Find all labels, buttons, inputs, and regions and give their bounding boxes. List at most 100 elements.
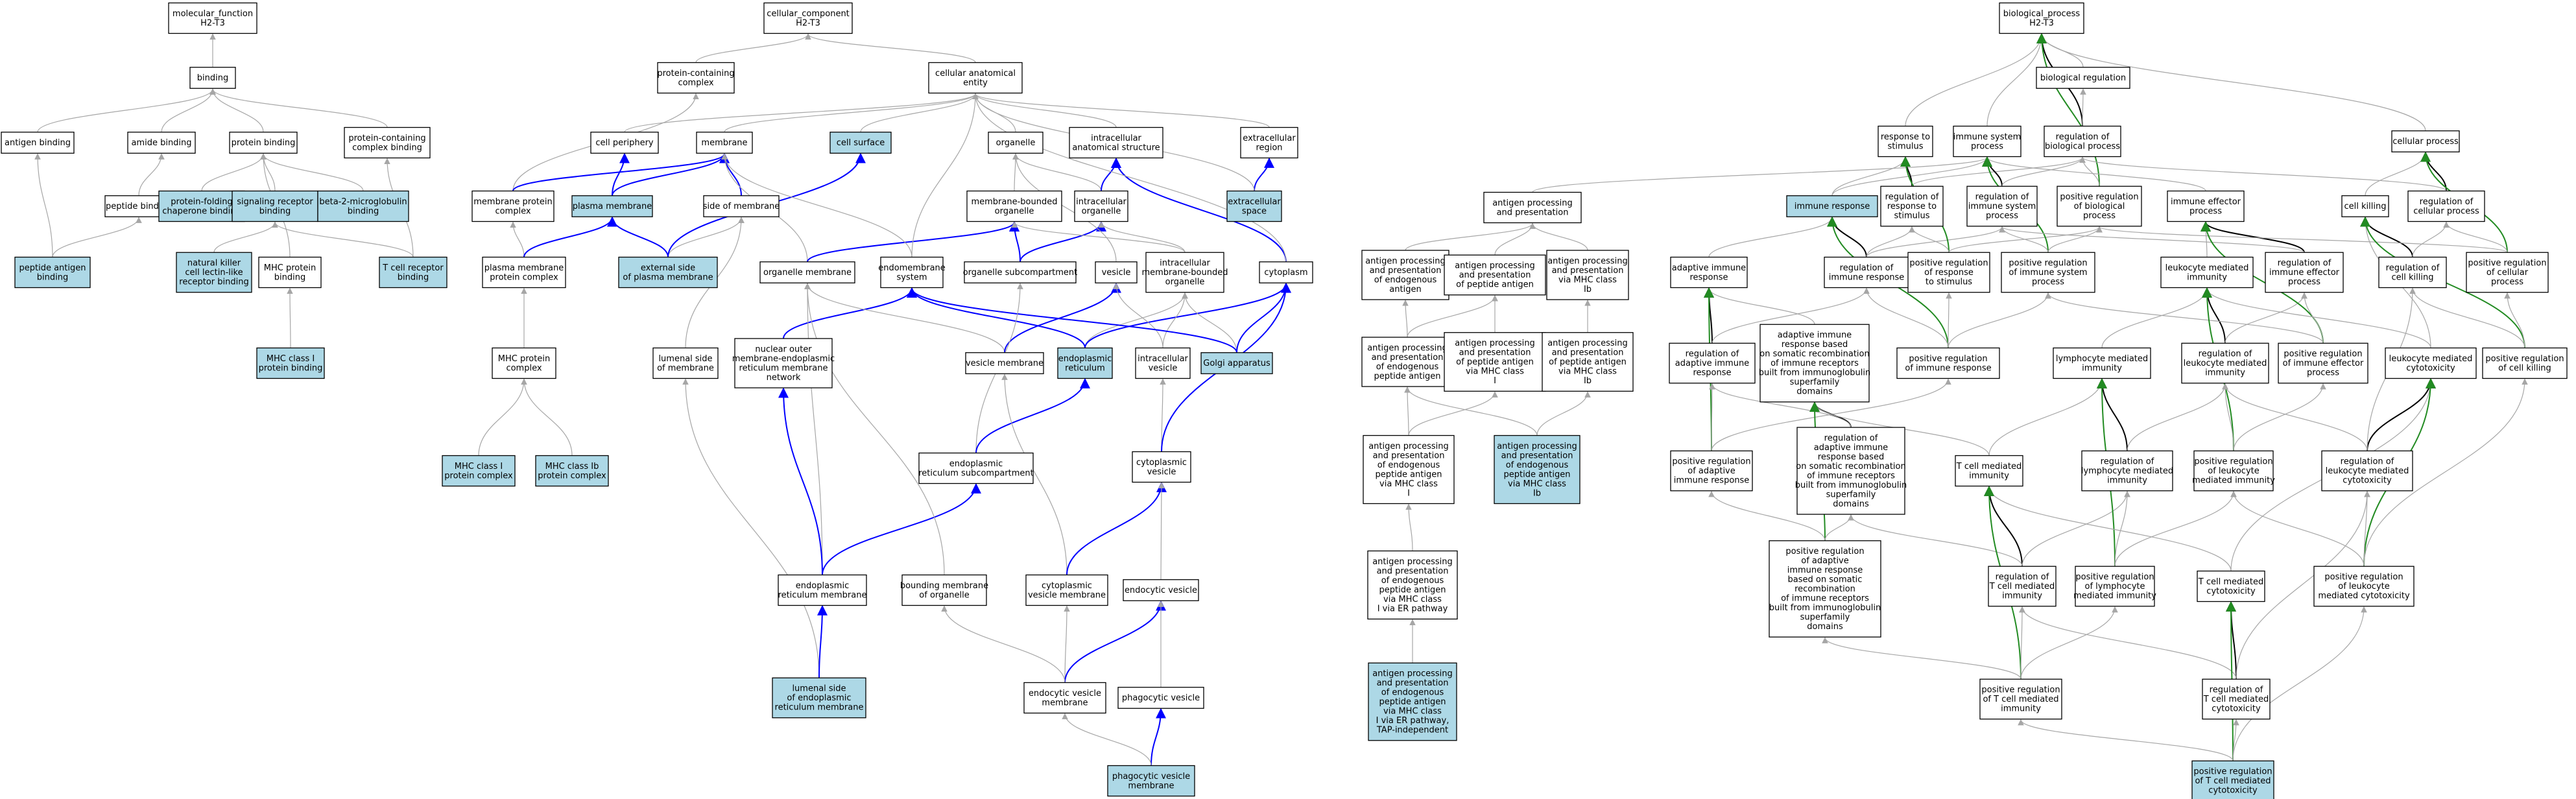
term-node-organelle[interactable]: organelle — [988, 132, 1044, 154]
term-node-cell_periphery[interactable]: cell periphery — [590, 132, 659, 154]
term-node-organelle_membrane[interactable]: organelle membrane — [759, 261, 855, 283]
term-node-nuclear_outer[interactable]: nuclear outermembrane-endoplasmicreticul… — [732, 338, 835, 388]
term-node-antigen_binding[interactable]: antigen binding — [1, 132, 75, 154]
term-node-membrane[interactable]: membrane — [696, 132, 753, 154]
term-node-org_subcompartment[interactable]: organelle subcompartment — [963, 261, 1078, 283]
term-node-vesicle_membrane[interactable]: vesicle membrane — [965, 352, 1044, 374]
term-node-endocytic_vesicle[interactable]: endocytic vesicle — [1123, 579, 1199, 601]
term-node-biol_reg[interactable]: biological regulation — [2036, 67, 2130, 89]
term-node-cell_surface[interactable]: cell surface — [829, 132, 892, 154]
term-node-protein_binding[interactable]: protein binding — [229, 132, 298, 154]
term-node-cell_killing[interactable]: cell killing — [2341, 195, 2389, 217]
term-node-binding[interactable]: binding — [189, 67, 236, 89]
term-node-amide_binding[interactable]: amide binding — [127, 132, 196, 154]
term-node-cytoplasm[interactable]: cytoplasm — [1259, 261, 1313, 283]
term-node-vesicle[interactable]: vesicle — [1095, 261, 1138, 283]
term-node-phagocytic_vesicle[interactable]: phagocytic vesicle — [1117, 687, 1204, 709]
